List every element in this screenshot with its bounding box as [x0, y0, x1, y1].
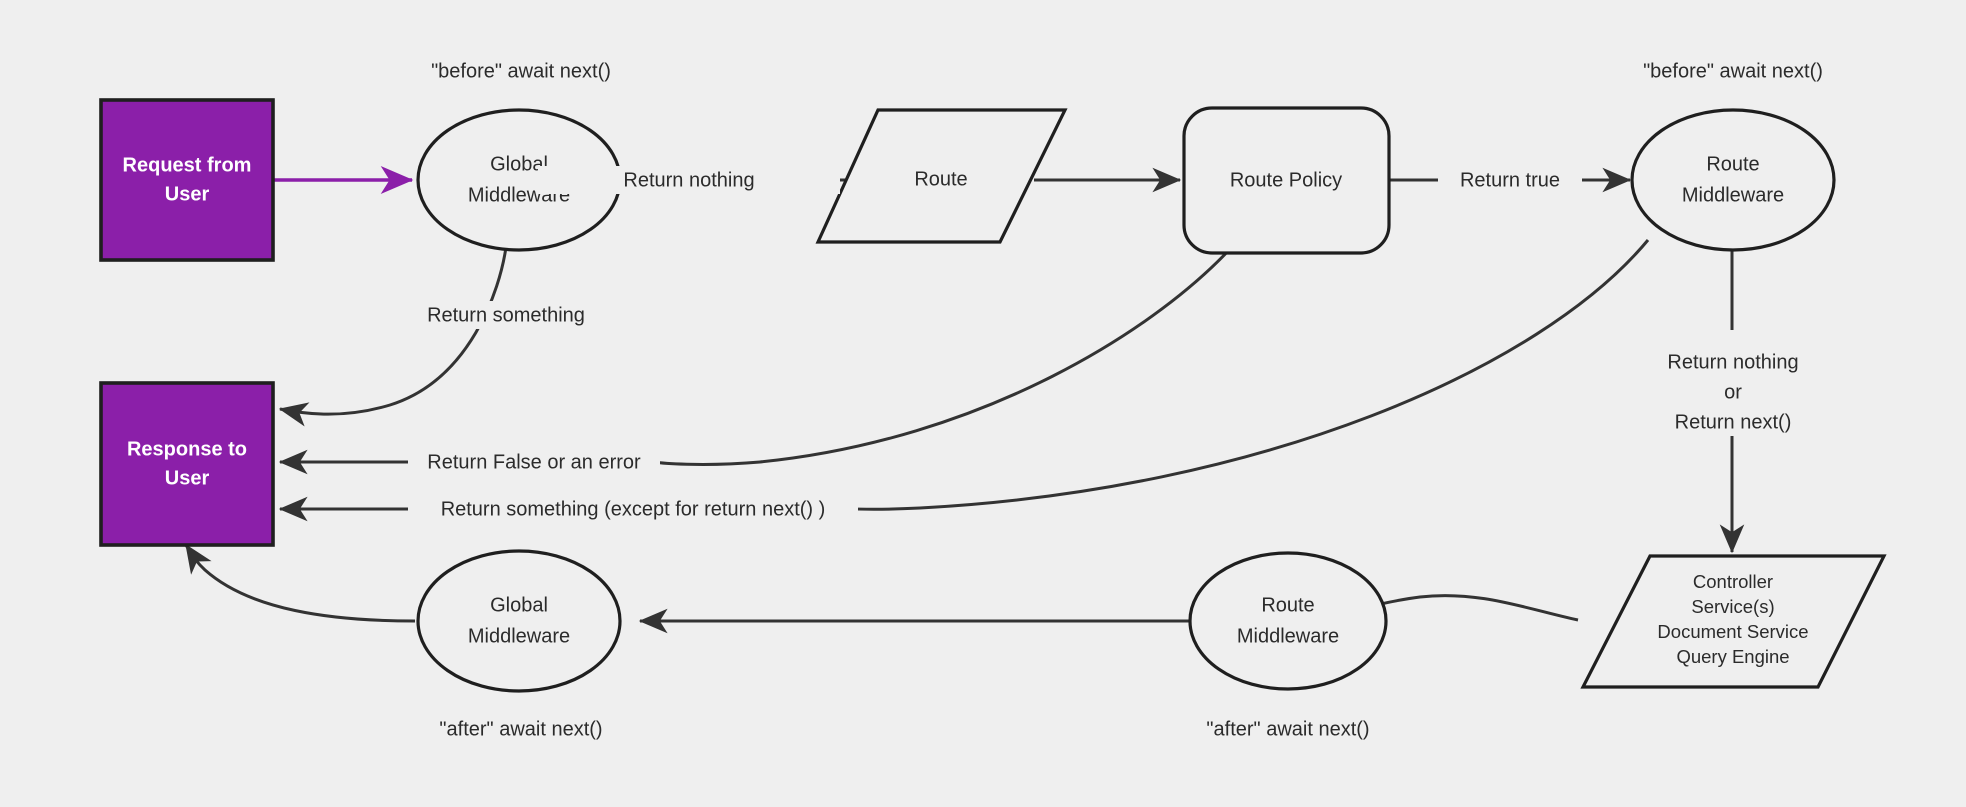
- response-box-label-line1: Response to: [127, 438, 247, 460]
- label-return-something-except: Return something (except for return next…: [408, 495, 858, 523]
- annotation-before-await-next-left: "before" await next(): [431, 60, 611, 82]
- label-return-true: Return true: [1438, 166, 1582, 194]
- label-return-true-text: Return true: [1460, 169, 1560, 191]
- controller-label-line3: Document Service: [1657, 621, 1808, 642]
- route-middleware-top-shape: [1630, 108, 1836, 252]
- route-middleware-bottom-label-line2: Middleware: [1237, 625, 1339, 647]
- annotation-before-await-next-right: "before" await next(): [1643, 60, 1823, 82]
- controller-label-line2: Service(s): [1691, 596, 1774, 617]
- global-middleware-bottom-label-line1: Global: [490, 594, 548, 616]
- node-global-middleware-bottom[interactable]: Global Middleware: [416, 549, 622, 693]
- node-controller-services[interactable]: Controller Service(s) Document Service Q…: [1580, 554, 1887, 689]
- route-middleware-top-label-line2: Middleware: [1682, 184, 1784, 206]
- label-return-false-or-error: Return False or an error: [408, 448, 660, 476]
- route-policy-label: Route Policy: [1230, 169, 1342, 191]
- label-return-nothing-or-next-line1: Return nothing: [1667, 351, 1798, 373]
- route-middleware-bottom-shape: [1188, 551, 1388, 691]
- response-box-label-line2: User: [165, 467, 210, 489]
- route-label: Route: [914, 168, 967, 190]
- route-middleware-bottom-label-line1: Route: [1261, 594, 1314, 616]
- request-box-label-line2: User: [165, 183, 210, 205]
- controller-shape: [1580, 554, 1887, 689]
- global-middleware-top-label-line1: Global: [490, 153, 548, 175]
- route-middleware-top-label-line1: Route: [1706, 153, 1759, 175]
- label-return-false-or-error-text: Return False or an error: [427, 451, 641, 473]
- label-return-nothing-or-next: Return nothing or Return next(): [1650, 348, 1818, 436]
- annotation-after-await-next-right: "after" await next(): [1206, 718, 1369, 740]
- request-box-label-line1: Request from: [123, 154, 252, 176]
- annotation-after-await-next-left: "after" await next(): [439, 718, 602, 740]
- node-route-middleware-top[interactable]: Route Middleware: [1630, 108, 1836, 252]
- edge-global-mw-bottom-to-response: [184, 544, 416, 623]
- node-response-to-user[interactable]: Response to User: [99, 381, 275, 547]
- request-box-shape: [99, 98, 275, 262]
- label-return-nothing-or-next-line2: or: [1724, 381, 1742, 403]
- label-return-something: Return something: [408, 301, 603, 329]
- response-box-shape: [99, 381, 275, 547]
- controller-label-line4: Query Engine: [1676, 646, 1789, 667]
- label-return-something-text: Return something: [427, 304, 585, 326]
- node-route-middleware-bottom[interactable]: Route Middleware: [1188, 551, 1388, 691]
- edge-global-middleware-return-something: [278, 246, 508, 427]
- label-return-something-except-text: Return something (except for return next…: [441, 498, 826, 520]
- edge-route-middleware-return-something-curve: [854, 239, 1650, 511]
- route-shape: [815, 108, 1068, 244]
- label-return-nothing: Return nothing: [538, 166, 840, 194]
- node-route-policy[interactable]: Route Policy: [1182, 106, 1391, 255]
- edge-route-policy-return-false-curve: [654, 237, 1242, 466]
- label-return-nothing-text: Return nothing: [623, 169, 754, 191]
- label-return-nothing-or-next-line3: Return next(): [1675, 411, 1792, 433]
- route-policy-shape: [1182, 106, 1391, 255]
- node-route[interactable]: Route: [815, 108, 1068, 244]
- global-middleware-bottom-label-line2: Middleware: [468, 625, 570, 647]
- global-middleware-bottom-shape: [416, 549, 622, 693]
- node-request-from-user[interactable]: Request from User: [99, 98, 275, 262]
- controller-label-line1: Controller: [1693, 571, 1773, 592]
